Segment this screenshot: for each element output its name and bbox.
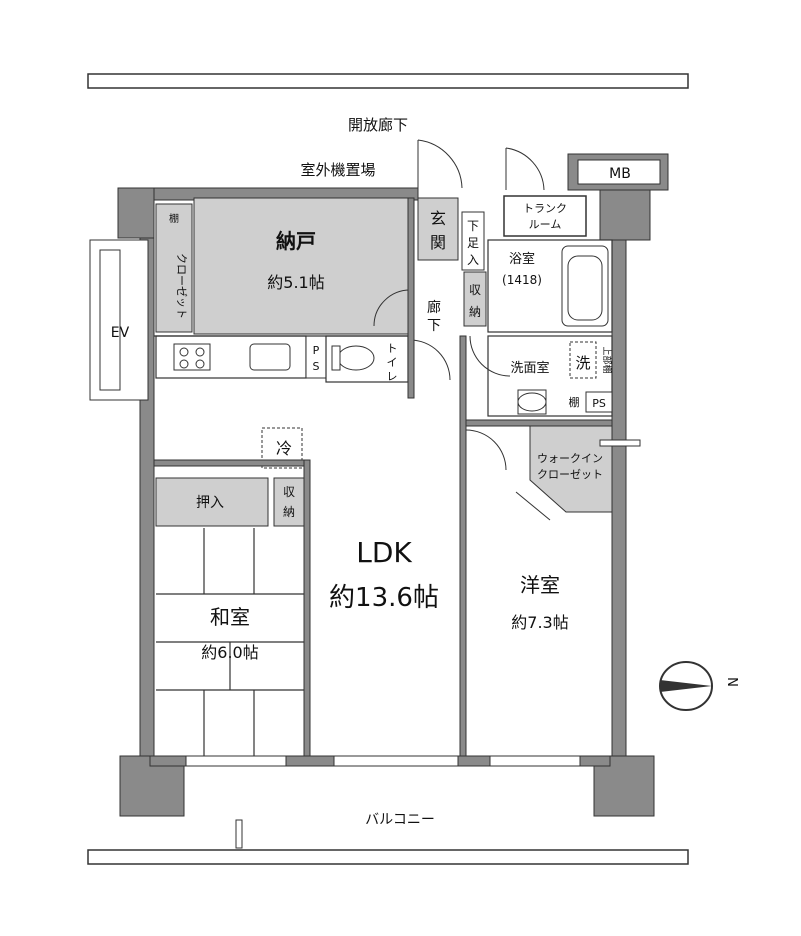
balcony-rail: [87, 849, 689, 865]
storage-room-label: 納戸: [276, 229, 316, 253]
hall-char-1: 廊: [427, 299, 441, 316]
walkin-line1: ウォークイン: [537, 452, 603, 465]
oshiire-label: 押入: [196, 495, 224, 511]
entrance-char-2: 関: [430, 233, 446, 252]
ps-char-2: S: [313, 360, 320, 373]
toilet-char-1: ト: [387, 342, 398, 355]
bath-label: 浴室: [509, 251, 535, 267]
wall-right: [611, 189, 627, 769]
balcony-label: バルコニー: [365, 812, 435, 828]
storage-room-size: 約5.1帖: [267, 273, 324, 292]
washroom-label: 洗面室: [510, 360, 549, 376]
ps-wash-label: PS: [592, 397, 606, 410]
north-label: N: [727, 677, 742, 687]
mb-label: MB: [609, 166, 631, 182]
ps-char-1: P: [313, 344, 320, 357]
youshitsu-label: 洋室: [520, 573, 560, 597]
compass-icon: [659, 661, 713, 711]
closet-strip: [155, 203, 193, 333]
ldk-size: 約13.6帖: [329, 583, 439, 613]
youshitsu-size: 約7.3帖: [511, 613, 568, 632]
shoe-char-3: 入: [467, 253, 479, 267]
washer-box: [569, 341, 597, 379]
shelf-wash-label: 棚: [569, 395, 580, 409]
wash-basin-icon: [517, 392, 547, 412]
washitsu-size: 約6.0帖: [201, 643, 258, 662]
ldk-label: LDK: [356, 536, 412, 569]
shelf-small-label: 棚: [169, 212, 179, 225]
sink-icon: [249, 343, 291, 371]
oshiire: [155, 477, 269, 527]
shoe-char-2: 足: [467, 236, 479, 250]
storage-room: [193, 197, 409, 335]
washitsu-label: 和室: [210, 605, 250, 629]
outdoor-unit-label: 室外機置場: [300, 161, 375, 179]
ldk-storage-char-2: 納: [283, 505, 295, 519]
shoe-box: [461, 211, 485, 271]
hall-storage-char-2: 納: [469, 305, 481, 319]
washer-label: 洗: [575, 354, 590, 372]
ldk-storage-char-1: 収: [283, 485, 295, 499]
walkin-closet: [529, 425, 613, 513]
walkin-line2: クローゼット: [537, 468, 603, 481]
bath-size: (1418): [502, 273, 542, 287]
upper-shelf-label: 上部棚: [601, 346, 613, 373]
hall-storage: [463, 271, 487, 327]
toilet-icon: [337, 345, 375, 371]
fridge-label: 冷: [276, 439, 292, 458]
bottom-windows: [185, 755, 581, 767]
ev-label: EV: [111, 325, 130, 341]
entrance-area: [417, 197, 459, 261]
closet-vertical-label: クローゼット: [175, 253, 188, 319]
stove-icon: [173, 343, 211, 371]
entrance-char-1: 玄: [430, 209, 446, 228]
corridor-label: 開放廊下: [348, 116, 408, 134]
toilet-char-3: レ: [387, 370, 398, 383]
trunk-room: [503, 195, 587, 237]
trunk-room-line2: ルーム: [529, 218, 562, 231]
hall-char-2: 下: [427, 318, 441, 334]
corridor-rail: [87, 73, 689, 89]
hall-storage-char-1: 収: [469, 283, 481, 297]
tatami-grid: [156, 528, 304, 756]
shoe-char-1: 下: [467, 219, 479, 233]
toilet-char-2: イ: [387, 356, 398, 369]
trunk-room-line1: トランク: [523, 202, 567, 215]
